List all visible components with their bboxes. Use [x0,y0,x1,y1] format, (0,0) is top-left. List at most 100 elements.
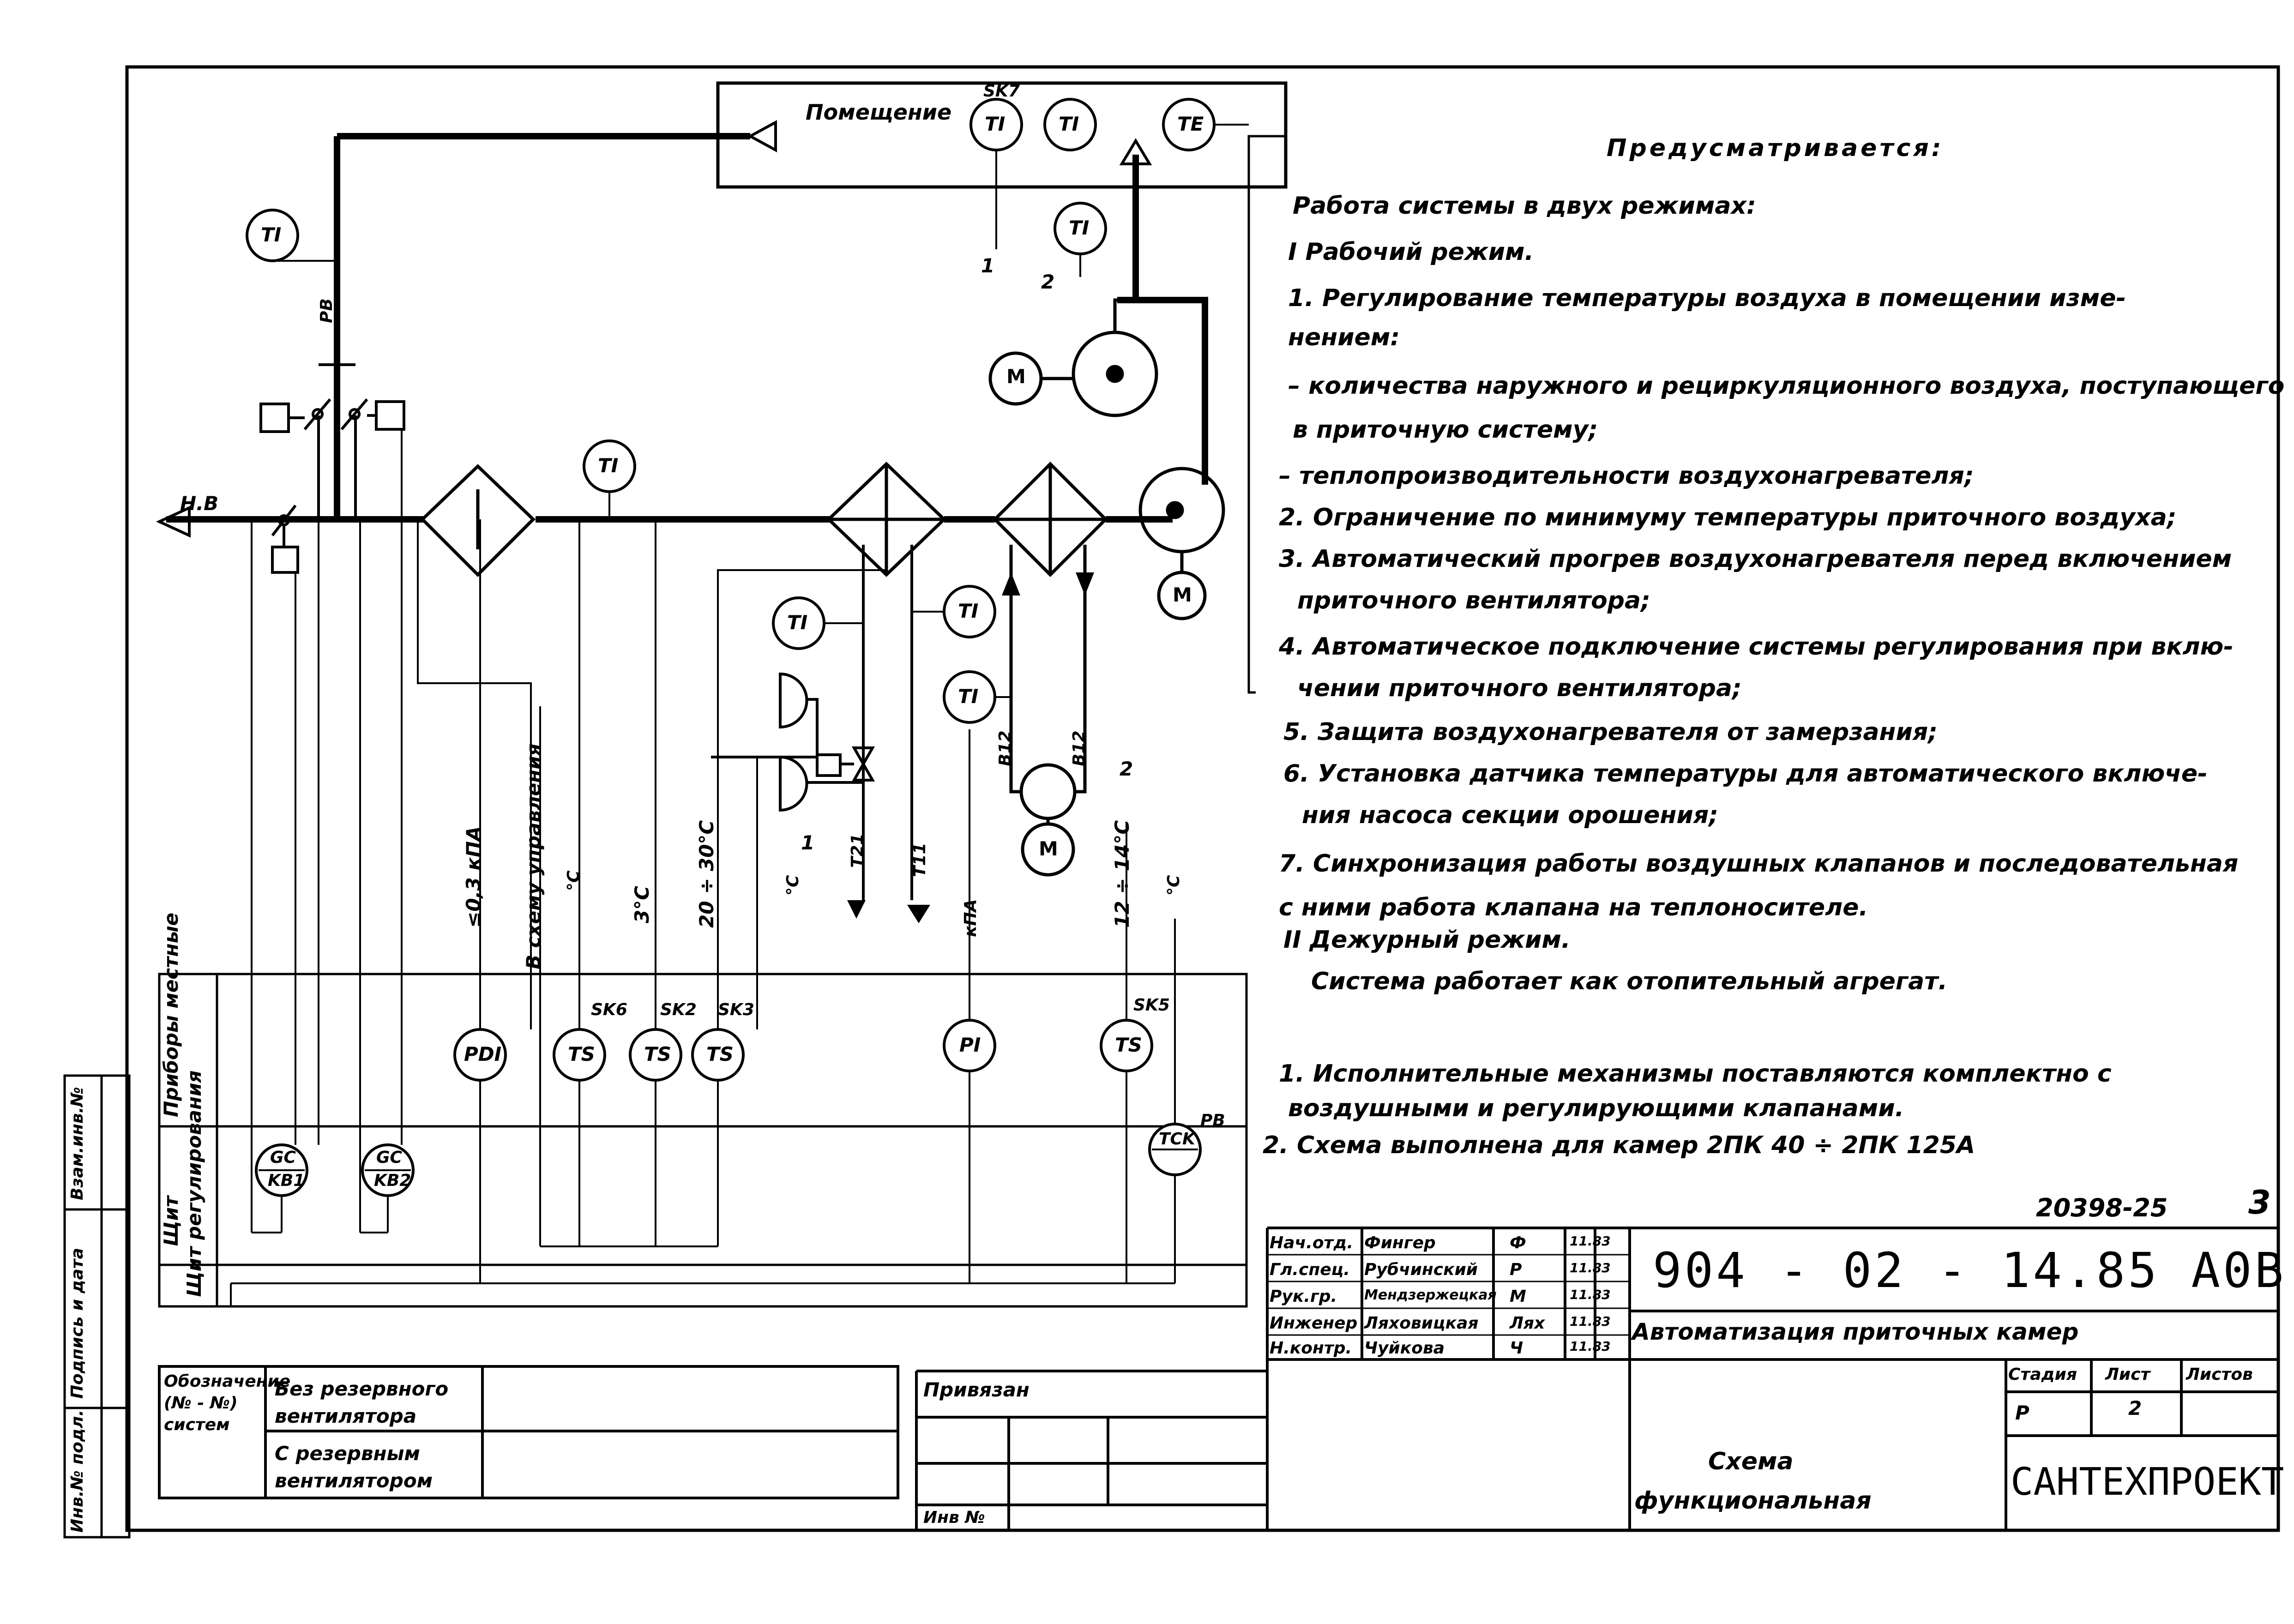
ti-b-tag: TI [958,600,979,622]
doc-subtitle-2: функциональная [1634,1487,1872,1515]
sign-2: М [1510,1287,1526,1306]
pump [1019,763,1077,820]
dp-label: ≤0,3 кПА [462,826,485,928]
note-line: II Дежурный режим. [1283,926,1571,954]
n1-label: 1 [981,254,995,277]
system-row-1: С резервным вентилятором [275,1442,433,1492]
valve [851,746,875,767]
outdoor-damper [271,505,297,536]
outer-frame [125,65,2280,1532]
sheets-label: Листов [2186,1365,2253,1384]
t20-30-label: 20 ÷ 30°C [695,820,718,928]
note-line: с ними работа клапана на теплоносителе. [1279,894,1868,921]
role-1: Гл.спец. [1270,1260,1350,1279]
deg-c-2: °C [783,875,802,896]
role-3: Инженер [1270,1314,1358,1333]
name-4: Чуйкова [1364,1339,1445,1358]
footnote-line: 2. Схема выполнена для камер 2ПК 40 ÷ 2П… [1263,1131,1975,1159]
doc-subtitle-1: Схема [1708,1448,1794,1475]
ts-1-tag: TS [568,1043,595,1065]
inv-repl-label: Взам.инв.№ [68,1087,87,1200]
room-te-tag: TE [1177,113,1204,135]
b12a-label: B12 [996,730,1015,766]
tck-tag: TCK [1159,1130,1195,1149]
ti-c-tag: TI [958,685,979,708]
doc-title: Автоматизация приточных камер [1632,1318,2079,1345]
filter-diamond [420,464,536,577]
system-row-0: Без резервного вентилятора [275,1377,449,1427]
sk2-tag: SK2 [660,1000,697,1019]
room-outlet-triangle [747,120,777,153]
b12b-label: B12 [1070,730,1089,766]
ti-a-tag: TI [787,611,808,634]
name-3: Ляховицкая [1364,1314,1479,1333]
date-1: 11.83 [1570,1260,1611,1275]
room-ti-2-tag: TI [1059,113,1079,135]
doc-code: 904 - 02 - 14.85 А0В [1653,1242,2287,1299]
note-line: 1. Регулирование температуры воздуха в п… [1288,284,2126,312]
pi-tag: PI [959,1034,981,1056]
role-4: Н.контр. [1270,1339,1352,1358]
room-supply-triangle [1119,138,1152,165]
t21-arrow [847,900,866,919]
devices-local-label: Приборы местные [160,912,182,1117]
sk6-tag: SK6 [591,1000,627,1019]
sheet-value: 2 [2128,1397,2142,1419]
t12-14-label: 12 ÷ 14°C [1111,820,1133,928]
sign-3: Лях [1510,1314,1545,1333]
inv-no-label: Инв № [923,1508,985,1527]
panel-label: Щит регулирования [183,1070,205,1297]
date-3: 11.83 [1570,1314,1611,1329]
date-2: 11.83 [1570,1287,1611,1302]
to-control-label: В схему управления [522,743,545,969]
t11-label: T11 [910,842,929,877]
note-line: 2. Ограничение по минимуму температуры п… [1279,504,2177,531]
sign-date-label: Подпись и дата [68,1248,87,1399]
note-line: 4. Автоматическое подключение системы ре… [1279,633,2234,661]
t21-label: T21 [848,833,867,868]
pb-top-tag: PB [317,298,336,323]
sign-1: Р [1510,1260,1522,1279]
note-line: I Рабочий режим. [1288,238,1534,266]
valve-actuator [816,753,842,777]
footnote-line: воздушными и регулирующими клапанами. [1288,1095,1904,1122]
t11-arrow [907,905,930,923]
date-0: 11.83 [1570,1233,1611,1249]
pdi-tag: PDI [464,1043,502,1065]
sk5-tag: SK5 [1133,996,1170,1015]
note-line: 6. Установка датчика температуры для авт… [1283,760,2208,788]
pb-bottom-tag: PB [1200,1111,1225,1130]
role-0: Нач.отд. [1270,1233,1354,1252]
room-ti-1-tag: TI [985,113,1006,135]
return-arrow [1076,572,1094,595]
stage-label: Стадия [2008,1365,2077,1384]
outdoor-air-tag: Н.В [180,492,219,515]
footnote-line: 1. Исполнительные механизмы поставляются… [1279,1060,2112,1088]
inv-orig-label: Инв.№ подл. [68,1409,87,1533]
note-line: 3. Автоматический прогрев воздухонагрева… [1279,545,2232,573]
supply-motor-tag: M [1173,583,1192,606]
sk7-tag: SK7 [983,82,1020,101]
ts-3-tag: TS [706,1043,734,1065]
org-name: САНТЕХПРОЕКТ [2011,1460,2284,1504]
deg-c-1: °C [564,870,583,891]
name-2: Мендзержецкая [1364,1287,1497,1303]
note-line: – количества наружного и рециркуляционно… [1288,372,2285,400]
deg-c-3: °C [1164,875,1183,896]
kpa-label: кПА [961,899,980,937]
note-line: – теплопроизводительности воздухонагрева… [1279,462,1974,490]
gc2-tag: GC [376,1148,402,1167]
sign-0: Ф [1510,1233,1526,1252]
note-line: чении приточного вентилятора; [1297,674,1742,702]
ts-2-tag: TS [644,1043,671,1065]
role-2: Рук.гр. [1270,1287,1337,1306]
ts-5-tag: TS [1115,1034,1142,1056]
note-line: нением: [1288,324,1400,351]
doc-ref: 20398-25 [2036,1193,2168,1222]
name-1: Рубчинский [1364,1260,1478,1279]
ti-main-tag: TI [598,454,619,477]
note-line: Система работает как отопительный агрега… [1311,968,1948,995]
kb2-tag: KB2 [374,1171,411,1190]
